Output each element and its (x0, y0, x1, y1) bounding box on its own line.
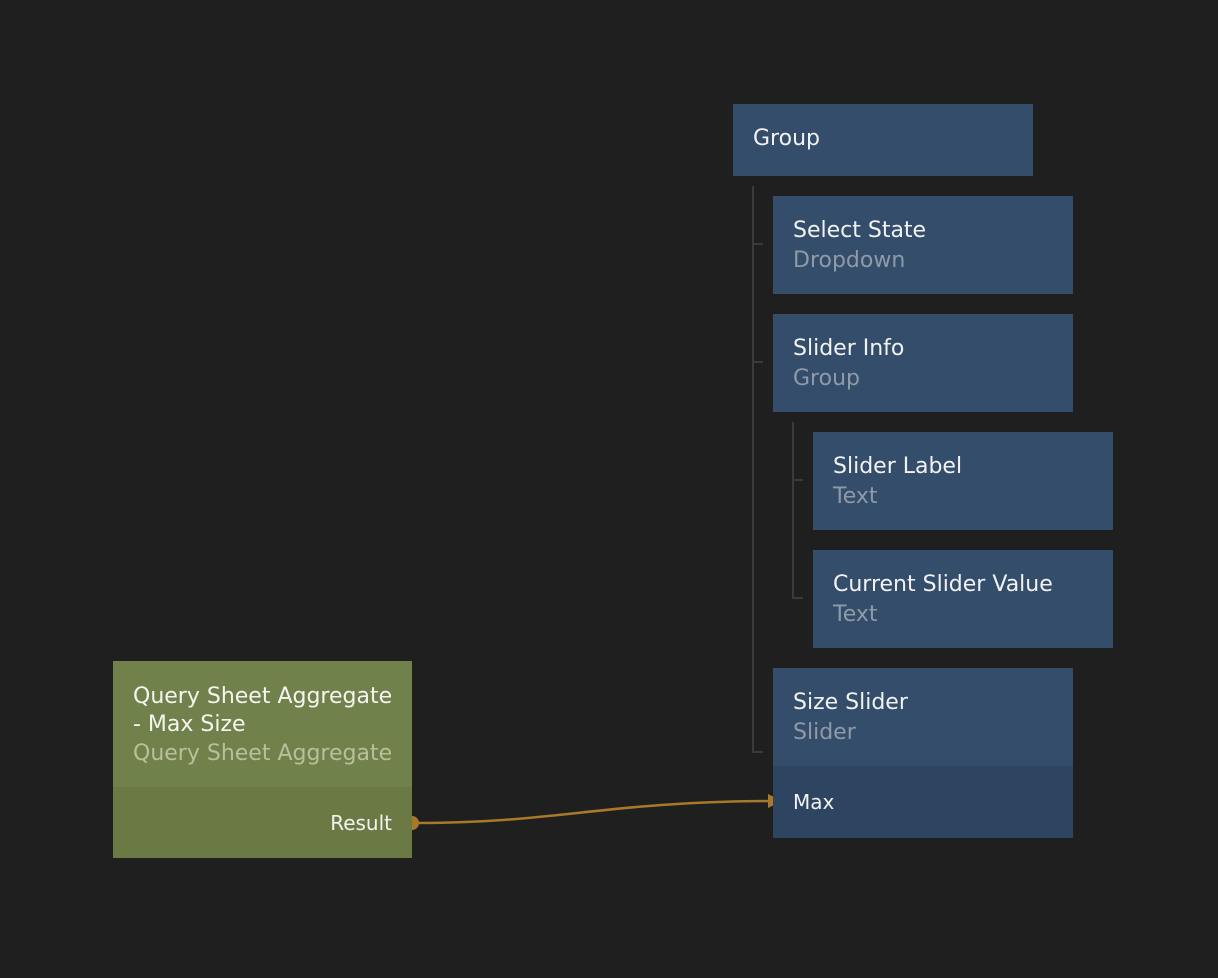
node-title: Size Slider (793, 690, 908, 715)
node-type: Group (793, 366, 860, 391)
port-label: Result (330, 810, 392, 835)
node-type: Query Sheet Aggregate (133, 741, 393, 766)
node-header[interactable]: Size Slider Slider (773, 668, 1073, 766)
node-title: Select State (793, 218, 927, 243)
node-title: Slider Label (833, 454, 963, 479)
node-slider-info[interactable]: Slider Info Group (773, 314, 1073, 412)
input-port-max[interactable]: Max (773, 766, 1073, 838)
node-type: Slider (793, 720, 856, 745)
node-slider-label[interactable]: Slider Label Text (813, 432, 1113, 530)
node-type: Text (833, 484, 878, 509)
node-current-slider-value[interactable]: Current Slider Value Text (813, 550, 1113, 648)
node-title: Query Sheet Aggregate - Max Size (133, 684, 393, 737)
output-port-result[interactable]: Result (113, 787, 412, 858)
node-title: Current Slider Value (833, 572, 1053, 597)
node-title: Slider Info (793, 336, 905, 361)
node-header[interactable]: Query Sheet Aggregate - Max Size Query S… (113, 661, 412, 787)
node-type: Text (833, 602, 878, 627)
connection-wire[interactable] (411, 799, 771, 825)
node-select-state[interactable]: Select State Dropdown (773, 196, 1073, 294)
node-query-sheet-aggregate[interactable]: Query Sheet Aggregate - Max Size Query S… (113, 661, 412, 858)
tree-line-slider-info (792, 422, 803, 599)
node-type: Dropdown (793, 248, 906, 273)
port-label: Max (793, 790, 835, 814)
node-title: Group (753, 126, 820, 151)
node-group[interactable]: Group (733, 104, 1033, 176)
node-size-slider[interactable]: Size Slider Slider Max (773, 668, 1073, 838)
tree-line-root (752, 186, 763, 753)
